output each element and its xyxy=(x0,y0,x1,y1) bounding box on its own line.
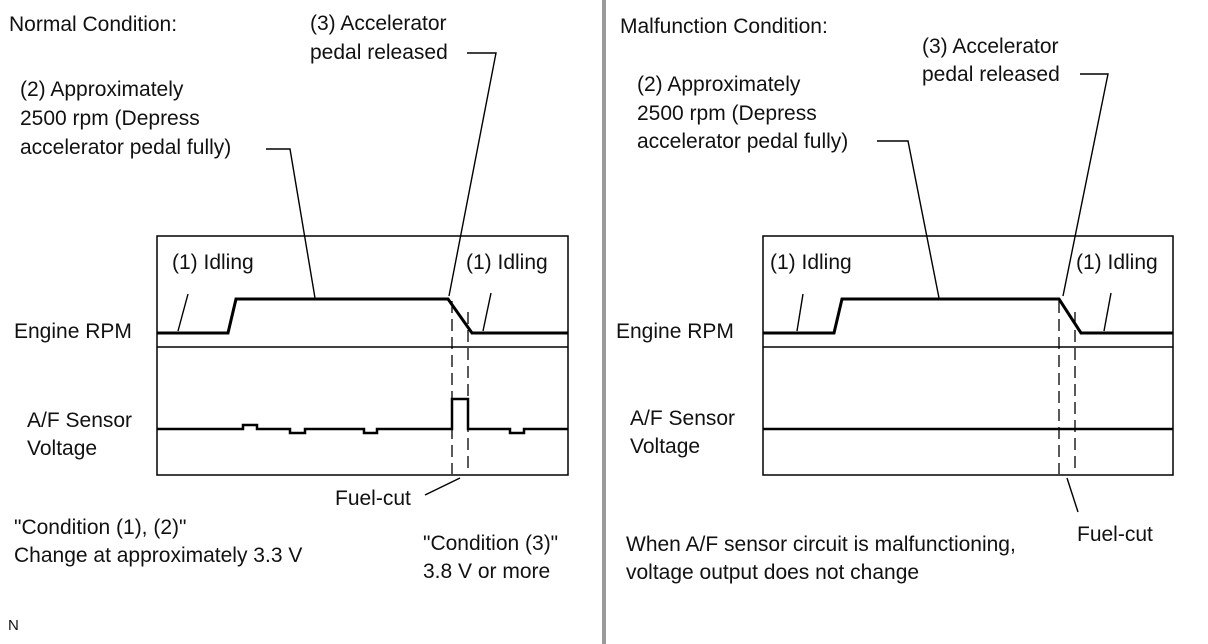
normal-2500-label-line2: 2500 rpm (Depress xyxy=(20,107,200,130)
malfunction-2500-label-line1: (2) Approximately xyxy=(637,73,801,96)
malfunction-condition-graph xyxy=(762,73,1174,513)
normal-condition3-line1: "Condition (3)" xyxy=(423,532,559,555)
normal-fuelcut-label: Fuel-cut xyxy=(335,487,411,510)
normal-heading: Normal Condition: xyxy=(9,13,178,36)
normal-condition-graph xyxy=(156,52,569,496)
normal-chart-frame xyxy=(156,235,569,476)
normal-accel-label-line2: pedal released xyxy=(310,41,448,64)
normal-condition12-line2: Change at approximately 3.3 V xyxy=(14,544,303,567)
normal-engine-rpm-trace xyxy=(157,297,568,335)
malfunction-fuelcut-leader xyxy=(1066,477,1079,513)
normal-2500-label-line3: accelerator pedal fully) xyxy=(20,136,232,159)
normal-accel-leader xyxy=(448,52,497,297)
normal-idle-left-leader xyxy=(177,293,189,332)
normal-engine-rpm-label: Engine RPM xyxy=(14,320,132,343)
malfunction-chart-frame xyxy=(762,235,1174,476)
normal-idling-right-label: (1) Idling xyxy=(466,251,548,274)
normal-idling-left-label: (1) Idling xyxy=(172,251,254,274)
normal-condition3-line2: 3.8 V or more xyxy=(423,560,551,583)
malfunction-idle-left-leader xyxy=(796,293,804,332)
normal-idle-right-leader xyxy=(482,292,492,332)
malfunction-idling-right-label: (1) Idling xyxy=(1076,251,1158,274)
normal-af-label-line2: Voltage xyxy=(27,437,98,460)
malfunction-2500-label-line2: 2500 rpm (Depress xyxy=(637,102,817,125)
malfunction-fuelcut-label: Fuel-cut xyxy=(1077,523,1153,546)
malfunction-accel-label-line2: pedal released xyxy=(922,63,1060,86)
normal-af-voltage-trace xyxy=(157,397,568,435)
normal-2500-leader xyxy=(266,148,316,299)
malfunction-accel-label-line1: (3) Accelerator xyxy=(922,35,1059,58)
malfunction-2500-label-line3: accelerator pedal fully) xyxy=(637,130,849,153)
normal-condition-panel: Normal Condition: (3) Accelerator pedal … xyxy=(8,12,569,634)
malfunction-accel-leader xyxy=(1062,73,1109,297)
normal-af-label-line1: A/F Sensor xyxy=(27,409,133,432)
malfunction-af-label-line2: Voltage xyxy=(630,435,701,458)
normal-2500-label-line1: (2) Approximately xyxy=(20,78,184,101)
malfunction-2500-leader xyxy=(877,140,940,299)
normal-fuelcut-leader xyxy=(424,477,461,496)
normal-accel-label-line1: (3) Accelerator xyxy=(310,12,447,35)
panel-divider xyxy=(602,0,606,644)
malfunction-idling-left-label: (1) Idling xyxy=(770,251,852,274)
normal-condition12-line1: "Condition (1), (2)" xyxy=(14,516,187,539)
malfunction-idle-right-leader xyxy=(1103,292,1112,332)
malfunction-engine-rpm-trace xyxy=(763,297,1173,335)
malfunction-condition-panel: Malfunction Condition: (3) Accelerator p… xyxy=(604,0,1208,644)
malfunction-note-line1: When A/F sensor circuit is malfunctionin… xyxy=(626,533,1016,556)
malfunction-note-line2: voltage output does not change xyxy=(626,561,920,584)
malfunction-heading: Malfunction Condition: xyxy=(620,15,828,38)
malfunction-engine-rpm-label: Engine RPM xyxy=(616,320,734,343)
corner-mark: N xyxy=(8,617,19,634)
malfunction-af-label-line1: A/F Sensor xyxy=(630,407,736,430)
